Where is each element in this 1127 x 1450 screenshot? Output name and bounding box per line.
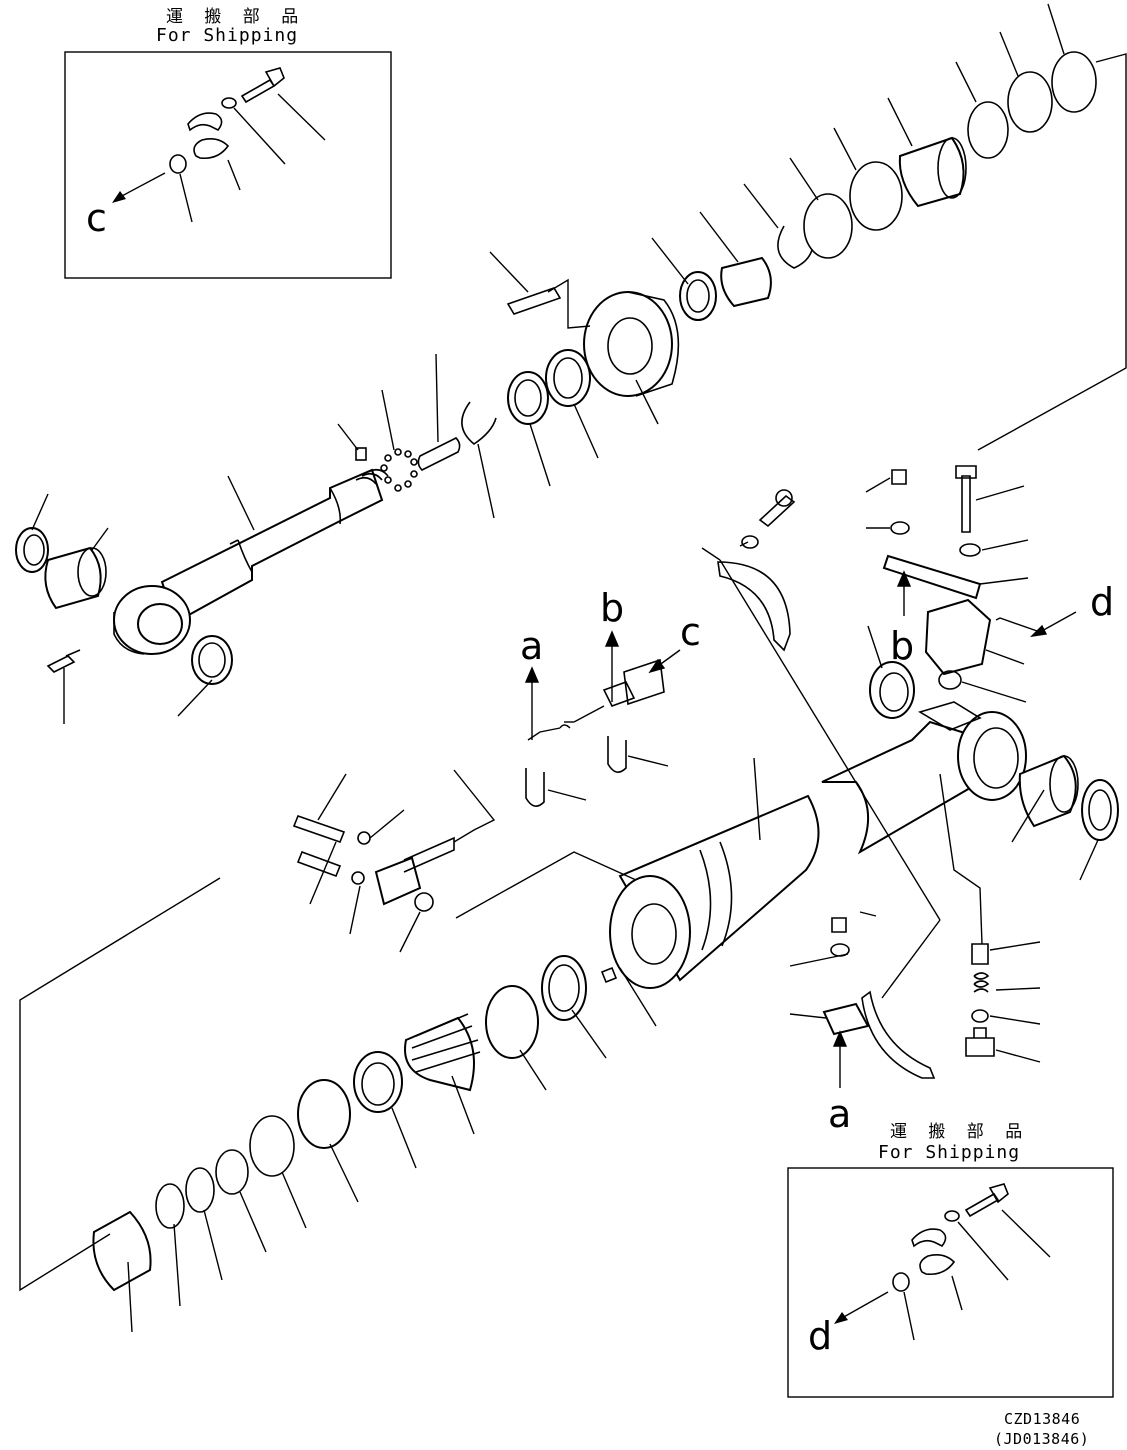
shipping-box-bottom-frame xyxy=(787,1167,1114,1398)
drawing-code: CZD13846 xyxy=(1004,1410,1081,1428)
cylinder-assembly xyxy=(92,465,1119,1292)
label-b-mid: b xyxy=(890,624,915,668)
label-c-upper: c xyxy=(680,610,701,654)
shipping-box-bottom-parts xyxy=(834,1183,1051,1341)
rod-assembly xyxy=(15,51,1097,685)
shipping-box-bottom-title-jp: 運 搬 部 品 xyxy=(890,1122,1031,1142)
label-c-shipping: c xyxy=(86,196,107,240)
label-d-shipping: d xyxy=(808,1314,833,1358)
label-a-upper: a xyxy=(520,624,544,668)
shipping-box-bottom-title-en: For Shipping xyxy=(878,1142,1021,1163)
upper-leaders xyxy=(31,3,1127,724)
drawing-code-alt: (JD013846) xyxy=(994,1430,1090,1448)
label-a-lower: a xyxy=(828,1092,852,1136)
label-d-right: d xyxy=(1090,580,1115,624)
shipping-box-top-title-en: For Shipping xyxy=(156,25,299,46)
shipping-box-top-title-jp: 運 搬 部 品 xyxy=(166,7,307,27)
lower-leaders xyxy=(19,477,1099,1333)
label-b-upper: b xyxy=(600,586,625,630)
shipping-box-top-parts xyxy=(112,67,326,223)
shipping-box-top-frame xyxy=(64,51,392,279)
